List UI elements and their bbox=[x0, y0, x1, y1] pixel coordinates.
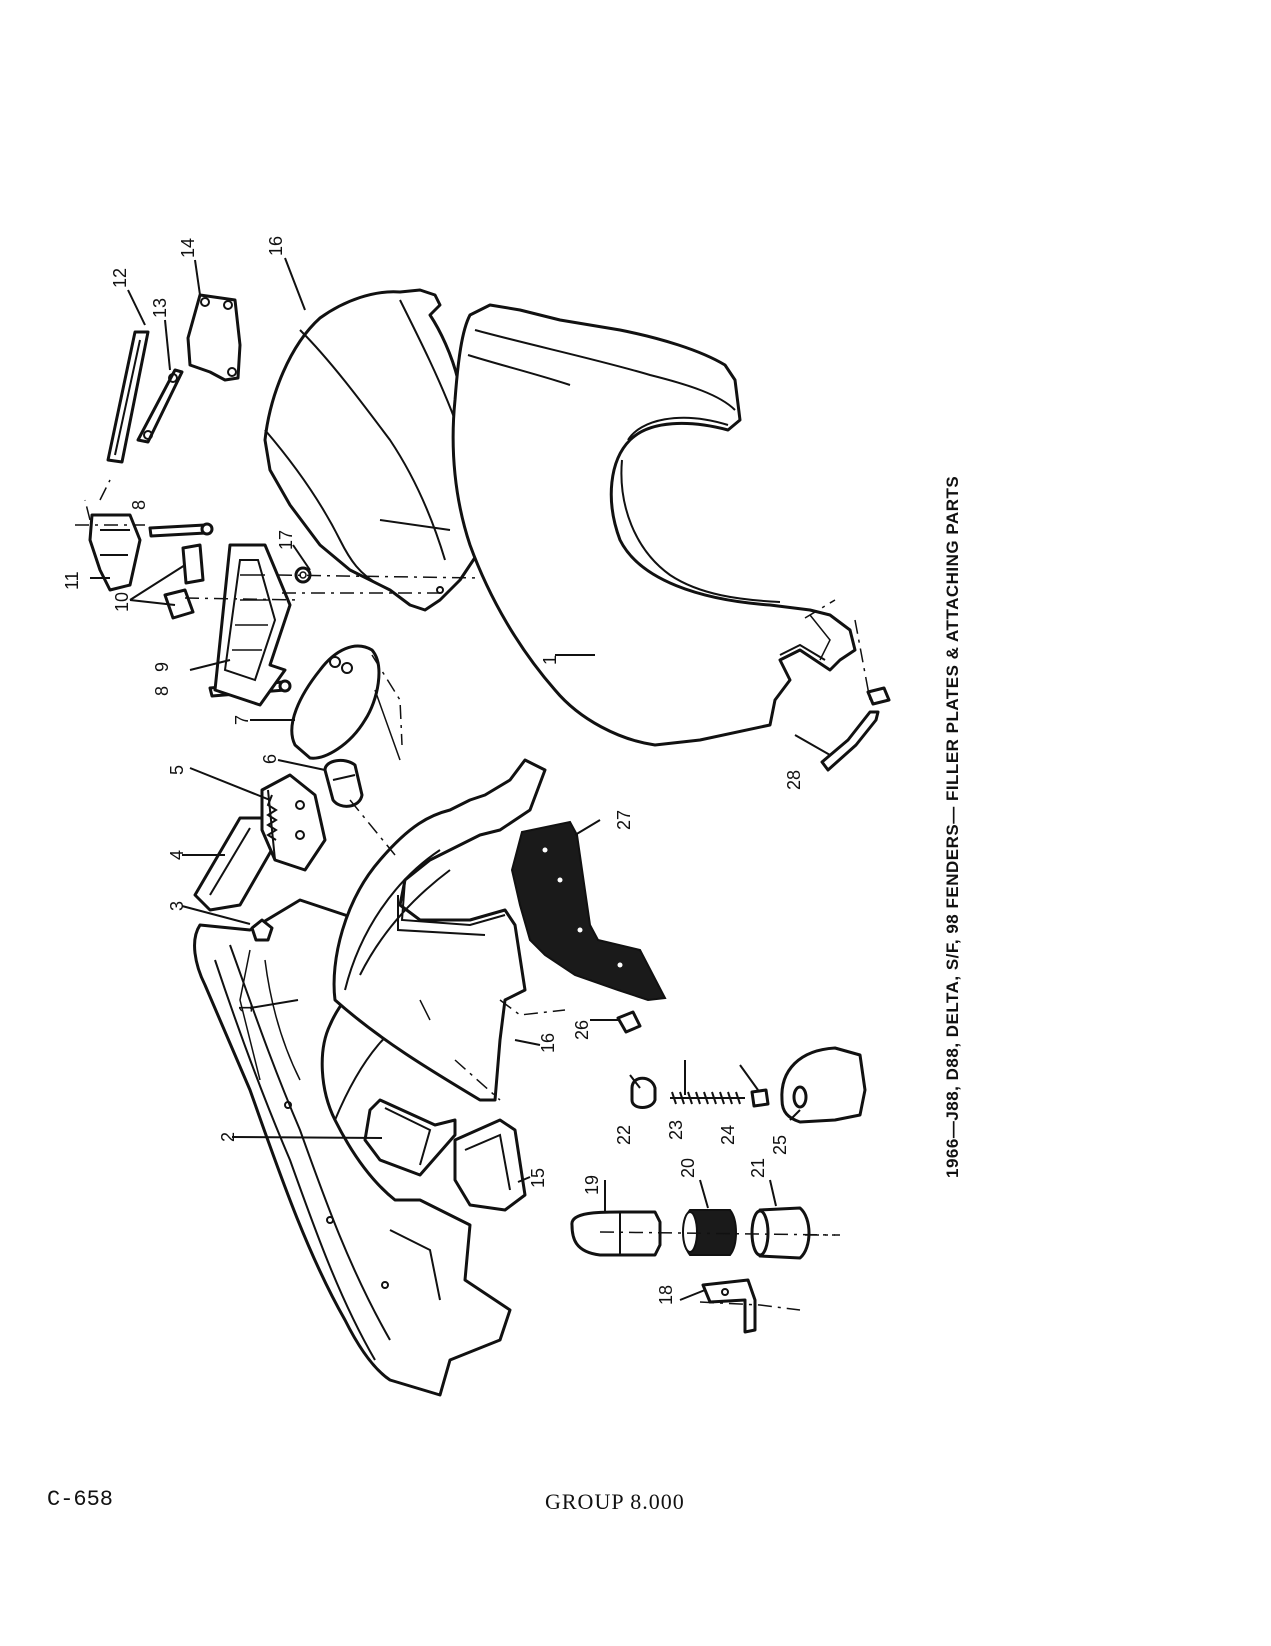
callout-27: 27 bbox=[614, 810, 634, 830]
leader-lines bbox=[90, 257, 831, 1301]
bracket-18 bbox=[701, 1278, 757, 1334]
callout-12: 12 bbox=[110, 268, 130, 288]
callout-5: 5 bbox=[167, 765, 187, 775]
callout-24: 24 bbox=[718, 1125, 738, 1145]
callout-14: 14 bbox=[178, 238, 198, 258]
bracket-10-a bbox=[163, 588, 195, 620]
callout-11: 11 bbox=[62, 571, 82, 590]
callout-25: 25 bbox=[770, 1135, 790, 1155]
cover-7 bbox=[290, 644, 401, 761]
callout-22: 22 bbox=[614, 1125, 634, 1145]
tray-9 bbox=[213, 543, 292, 707]
callout-8-upper: 8 bbox=[129, 500, 149, 510]
callout-18: 18 bbox=[656, 1285, 676, 1305]
bar-12 bbox=[106, 330, 150, 464]
sleeve-19 bbox=[570, 1210, 662, 1257]
callout-8-lower: 8 bbox=[152, 686, 172, 696]
page-code: C-658 bbox=[47, 1487, 114, 1512]
callout-19: 19 bbox=[582, 1175, 602, 1195]
rod-28 bbox=[820, 686, 891, 772]
callout-16-middle: 16 bbox=[538, 1033, 558, 1053]
spring-assembly-5 bbox=[260, 773, 327, 872]
callout-10: 10 bbox=[112, 592, 132, 612]
fender-right-part bbox=[451, 303, 857, 747]
bolt-8-upper bbox=[148, 522, 214, 538]
plug-24 bbox=[750, 1088, 770, 1108]
wheelhouse-16-middle bbox=[332, 758, 547, 1102]
callout-15: 15 bbox=[528, 1168, 548, 1188]
callout-1-left: 1 bbox=[236, 1003, 256, 1013]
callout-16-upper: 16 bbox=[266, 236, 286, 256]
callout-21: 21 bbox=[748, 1158, 768, 1178]
retainer-21 bbox=[750, 1206, 811, 1260]
callout-20: 20 bbox=[678, 1158, 698, 1178]
callout-6: 6 bbox=[260, 754, 280, 764]
grommet-6 bbox=[323, 758, 364, 808]
callout-7: 7 bbox=[232, 715, 252, 725]
group-label: GROUP 8.000 bbox=[545, 1489, 685, 1514]
strap-13 bbox=[136, 368, 184, 444]
callout-labels: 1 2 3 4 5 6 7 8 8 9 10 11 12 13 14 15 16… bbox=[62, 236, 804, 1305]
callout-17: 17 bbox=[276, 530, 296, 550]
callout-28: 28 bbox=[784, 770, 804, 790]
callout-9: 9 bbox=[152, 662, 172, 672]
bracket-10-b bbox=[181, 543, 205, 585]
shield-15 bbox=[453, 1118, 527, 1212]
bracket-2 bbox=[363, 1098, 457, 1177]
bracket-14 bbox=[186, 293, 242, 382]
callout-23: 23 bbox=[666, 1120, 686, 1140]
centerlines bbox=[75, 479, 871, 1311]
housing-25 bbox=[780, 1046, 867, 1124]
diagram-title: 1966—J88, D88, DELTA, S/F, 98 FENDERS— F… bbox=[943, 476, 962, 1178]
clip-3 bbox=[250, 918, 274, 942]
callout-26: 26 bbox=[572, 1020, 592, 1040]
clip-26 bbox=[616, 1010, 642, 1034]
seal-27 bbox=[510, 820, 667, 1002]
callout-4: 4 bbox=[167, 850, 187, 860]
hinge-11 bbox=[88, 513, 142, 592]
callout-1-right: 1 bbox=[540, 655, 560, 665]
callout-13: 13 bbox=[150, 298, 170, 318]
callout-2: 2 bbox=[218, 1132, 238, 1142]
callout-3: 3 bbox=[167, 901, 187, 911]
spring-23 bbox=[670, 1091, 745, 1105]
bushing-20 bbox=[682, 1209, 737, 1256]
